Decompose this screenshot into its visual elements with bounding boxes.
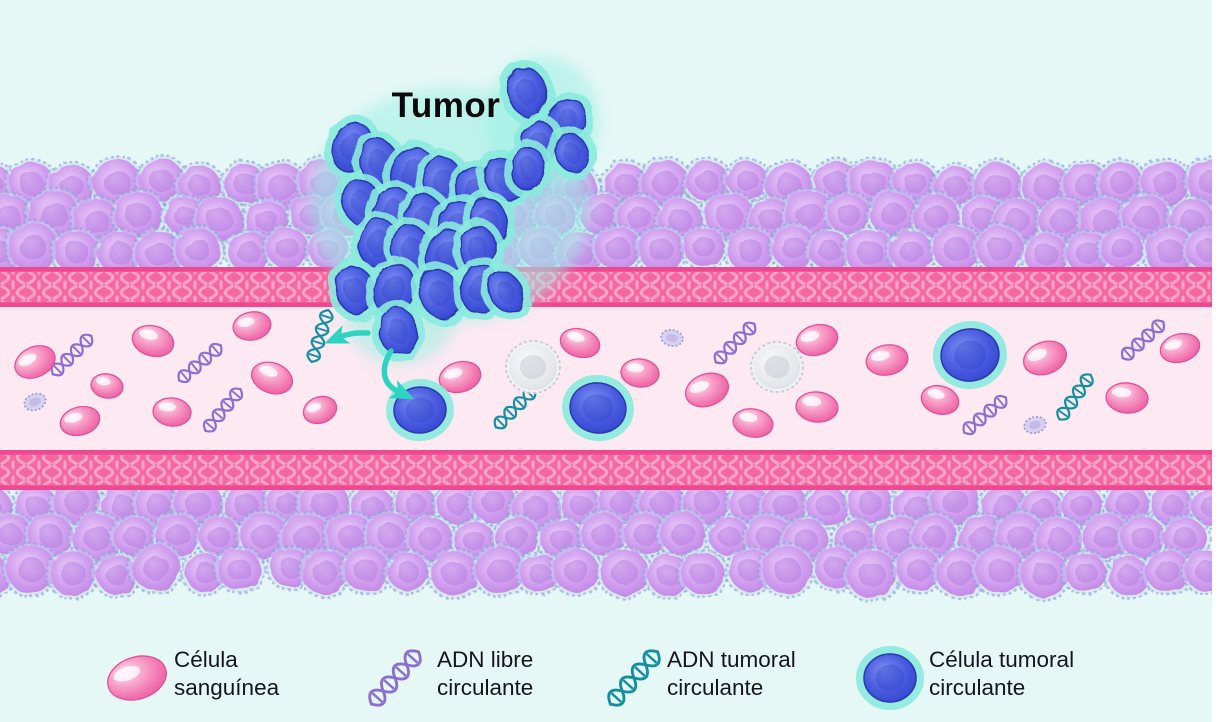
blood-cell xyxy=(152,397,192,427)
platelet xyxy=(660,329,684,347)
circulating-tumor-cell xyxy=(933,320,1007,390)
blood-cell xyxy=(302,395,338,425)
tumor-cell xyxy=(503,140,553,198)
circulating-tumor-dna xyxy=(1056,373,1094,421)
legend-icon-tumor-dna xyxy=(607,649,661,707)
legend-label-ctc: Célula tumoral circulante xyxy=(929,646,1074,702)
free-circulating-dna xyxy=(177,342,223,384)
blood-cell xyxy=(620,358,660,388)
legend-icon-free-dna xyxy=(368,649,422,707)
shedding-arrows xyxy=(324,325,415,400)
legend-text-line: ADN libre xyxy=(437,647,534,672)
blood-cell xyxy=(865,344,909,376)
free-circulating-dna xyxy=(1120,319,1166,361)
blood-cell xyxy=(795,323,839,357)
legend-text-line: circulante xyxy=(929,675,1026,700)
vessel-wall-band xyxy=(0,450,1212,490)
blood-cell xyxy=(90,373,124,399)
circulating-tumor-cell xyxy=(562,374,634,442)
blood-cell xyxy=(559,327,601,359)
circulating-tumor-dna xyxy=(306,309,334,363)
platelet xyxy=(1023,415,1047,435)
free-circulating-dna xyxy=(713,321,757,365)
blood-cell xyxy=(438,360,482,394)
blood-cell xyxy=(684,372,730,408)
circulating-tumor-dna xyxy=(493,386,537,430)
tumor-cell xyxy=(480,264,532,320)
blood-cell xyxy=(1022,340,1068,376)
tumor-title: Tumor xyxy=(391,86,501,125)
legend-label-free-dna: ADN libre circulante xyxy=(437,646,533,702)
blood-cell xyxy=(59,405,101,437)
legend-text-line: circulante xyxy=(667,675,764,700)
tumor-cluster xyxy=(324,59,598,362)
white-blood-cell xyxy=(505,340,561,394)
tumor-cell xyxy=(370,300,426,362)
blood-cell xyxy=(1105,382,1149,414)
tumor-cell xyxy=(546,125,598,181)
blood-cell xyxy=(920,384,960,416)
free-circulating-dna-icon xyxy=(368,649,422,707)
blood-cell xyxy=(131,324,175,358)
circulating-tumor-cell-icon xyxy=(856,646,924,710)
legend-label-blood-cell: Célula sanguínea xyxy=(174,646,279,702)
legend-icon-ctc xyxy=(856,646,924,710)
free-circulating-dna xyxy=(202,387,244,433)
white-blood-cell xyxy=(750,341,804,393)
free-circulating-dna xyxy=(962,394,1008,436)
blood-cell xyxy=(107,655,167,701)
blood-cell xyxy=(250,361,294,395)
right-margin xyxy=(1212,0,1224,722)
tissue-band-bottom xyxy=(0,473,1224,603)
tissue-band-top xyxy=(0,154,1224,281)
vessel-wall-band xyxy=(0,267,1212,307)
legend-text-line: Célula tumoral xyxy=(929,647,1075,672)
blood-cell xyxy=(1159,332,1201,364)
lumen-contents xyxy=(14,309,1201,442)
legend-text-line: circulante xyxy=(437,675,534,700)
legend-icon-blood-cell xyxy=(107,655,167,701)
legend-icons xyxy=(107,646,924,710)
legend-text-line: Célula xyxy=(174,647,238,672)
blood-cell xyxy=(795,391,839,423)
legend-text-line: ADN tumoral xyxy=(667,647,796,672)
free-circulating-dna xyxy=(50,333,94,377)
circulating-tumor-dna-icon xyxy=(607,649,661,707)
blood-cell xyxy=(14,345,56,379)
tumor-cell xyxy=(324,114,380,180)
blood-cell xyxy=(232,311,272,341)
legend-label-tumor-dna: ADN tumoral circulante xyxy=(667,646,796,702)
legend-text-line: sanguínea xyxy=(174,675,280,700)
platelet xyxy=(23,392,47,412)
blood-cell xyxy=(732,408,774,438)
tumor-cell xyxy=(411,261,469,327)
